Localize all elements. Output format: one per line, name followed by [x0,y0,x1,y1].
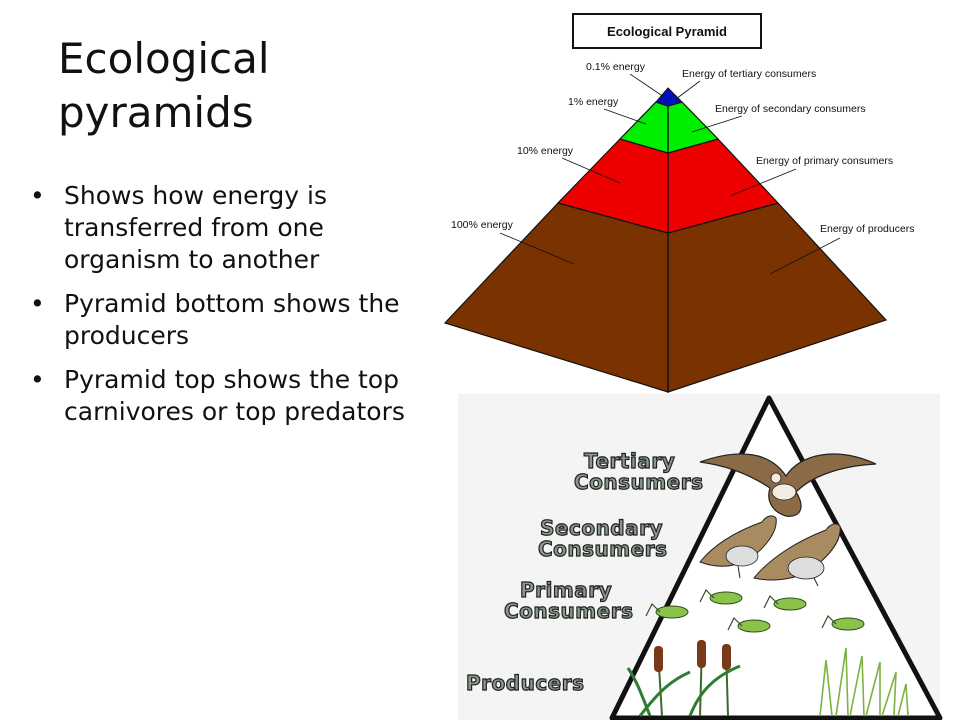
trophic-pyramid-outline [612,398,940,718]
energy-label-secondary: 1% energy [568,96,619,108]
pyramid-level-producers [445,203,668,392]
tertiary-consumers-label: Tertiary Consumers [574,449,703,494]
leader-line [676,81,700,99]
energy-desc-tertiary: Energy of tertiary consumers [682,68,816,80]
tertiary-label-line-2: Consumers [574,470,703,494]
primary-label-line-2: Consumers [504,599,633,623]
leader-line [604,109,646,124]
energy-pyramid-title: Ecological Pyramid [607,24,727,39]
primary-consumers-label: Primary Consumers [504,578,633,623]
grasshopper-icon [646,604,688,618]
energy-label-primary: 10% energy [517,145,574,157]
hawk-icon [700,454,876,516]
secondary-label-line-1: Secondary [540,516,663,540]
energy-pyramid-diagram: Ecological Pyramid 0.1% energy 1% energy… [0,0,960,400]
energy-desc-secondary: Energy of secondary consumers [715,103,866,115]
tertiary-label-line-1: Tertiary [584,449,675,473]
energy-label-producers: 100% energy [451,219,514,231]
cattail-icon [628,640,740,716]
primary-label-line-1: Primary [520,578,612,602]
energy-desc-primary: Energy of primary consumers [756,155,893,167]
leader-line [630,74,664,97]
grasshopper-icon [700,590,742,604]
grasshopper-icon [764,596,806,610]
grasshopper-icon [728,618,770,632]
secondary-label-line-2: Consumers [538,537,667,561]
producers-label: Producers [466,671,585,695]
grass-icon [820,648,908,716]
energy-desc-producers: Energy of producers [820,223,915,235]
energy-label-tertiary: 0.1% energy [586,61,646,73]
grasshopper-icon [822,616,864,630]
sparrow-icon [700,516,776,578]
producers-label-line-1: Producers [466,671,585,695]
sparrow-icon [754,524,840,586]
energy-pyramid-title-box: Ecological Pyramid [573,14,761,48]
secondary-consumers-label: Secondary Consumers [538,516,667,561]
trophic-panel-background [458,394,940,720]
